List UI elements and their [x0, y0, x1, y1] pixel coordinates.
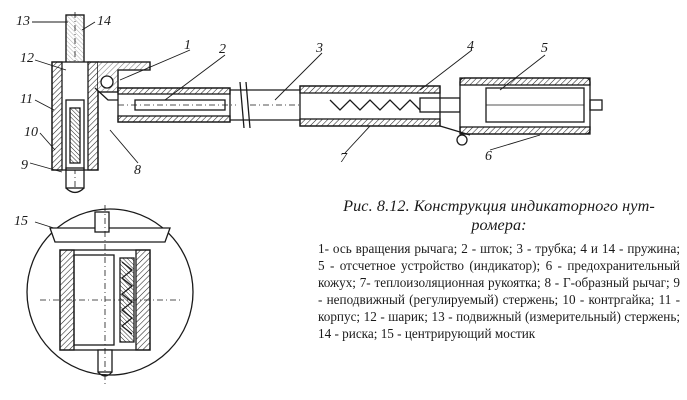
callout-7: 7 — [340, 151, 348, 166]
callout-10: 10 — [24, 125, 38, 140]
caption-title-line-1: Рис. 8.12. Конструкция индикаторного нут… — [343, 197, 655, 215]
caption-legend-text: 1- ось вращения рычага; 2 - шток; 3 - тр… — [318, 241, 680, 342]
caption-title-line-2: ромера: — [471, 216, 527, 234]
figure-caption: Рис. 8.12. Конструкция индикаторного нут… — [318, 197, 680, 343]
callout-2: 2 — [219, 42, 226, 57]
callout-4: 4 — [467, 39, 474, 54]
callout-11: 11 — [20, 92, 33, 107]
caption-title: Рис. 8.12. Конструкция индикаторного нут… — [318, 197, 680, 235]
callout-8: 8 — [134, 163, 141, 178]
leader-lines — [29, 21, 546, 231]
callout-6: 6 — [485, 149, 492, 164]
callout-13: 13 — [16, 14, 30, 29]
callout-9: 9 — [21, 158, 28, 173]
callout-labels: 1 2 3 4 5 6 7 8 9 10 11 12 13 14 15 — [14, 14, 548, 229]
callout-15: 15 — [14, 214, 28, 229]
callout-5: 5 — [541, 41, 548, 56]
centering-detail-view — [26, 205, 194, 385]
callout-14: 14 — [97, 14, 111, 29]
callout-1: 1 — [184, 38, 191, 53]
callout-12: 12 — [20, 51, 34, 66]
callout-3: 3 — [315, 41, 323, 56]
